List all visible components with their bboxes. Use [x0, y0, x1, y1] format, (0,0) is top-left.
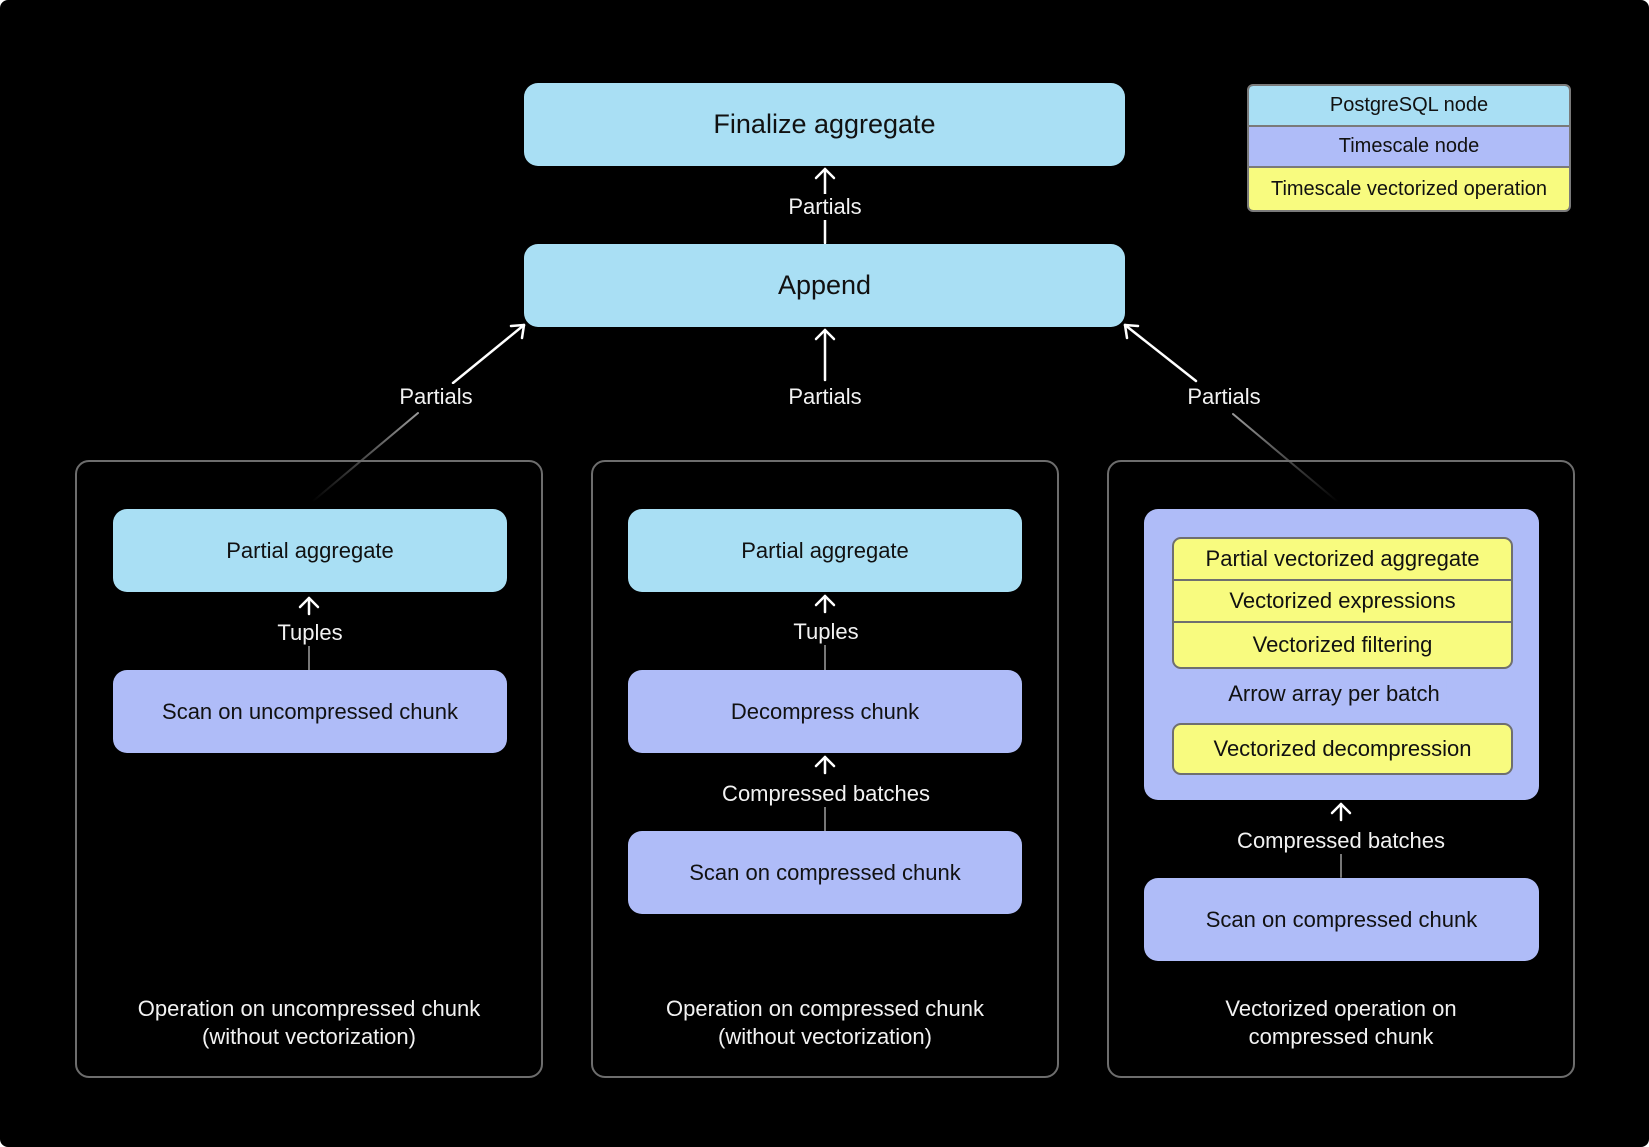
caption-line: Operation on compressed chunk: [666, 996, 984, 1021]
stack-row-vectorized-filtering: Vectorized filtering: [1252, 632, 1433, 657]
edge-label-mid-partials: Partials: [782, 384, 868, 410]
edge-left-append: [451, 323, 526, 385]
edge-label-left-partials: Partials: [393, 384, 479, 410]
edge-label-mid-batches: Compressed batches: [716, 781, 936, 807]
legend-item-timescale-node: Timescale node: [1249, 127, 1569, 168]
edge-label-arrow-array: Arrow array per batch: [1222, 681, 1446, 707]
edge-label-left-tuples: Tuples: [271, 620, 349, 646]
edge-label-right-batches: Compressed batches: [1231, 828, 1451, 854]
caption-line: Vectorized operation on: [1225, 996, 1457, 1021]
mid-decompress-node: Decompress chunk: [628, 670, 1022, 753]
mid-partial-aggregate-node: Partial aggregate: [628, 509, 1022, 592]
vectorized-decompression-node: Vectorized decompression: [1172, 723, 1513, 775]
legend: PostgreSQL node Timescale node Timescale…: [1247, 84, 1571, 212]
stack-row-vectorized-decompression: Vectorized decompression: [1213, 736, 1472, 761]
caption-line: (without vectorization): [718, 1024, 932, 1049]
left-scan-node: Scan on uncompressed chunk: [113, 670, 507, 753]
mid-scan-node: Scan on compressed chunk: [628, 831, 1022, 914]
caption-line: Operation on uncompressed chunk: [137, 996, 481, 1021]
stack-row-vectorized-expressions: Vectorized expressions: [1174, 581, 1511, 623]
panel-vectorized: [1107, 460, 1575, 1078]
legend-item-postgresql-node: PostgreSQL node: [1249, 86, 1569, 127]
panel-compressed-caption: Operation on compressed chunk (without v…: [615, 995, 1035, 1051]
panel-uncompressed-caption: Operation on uncompressed chunk (without…: [99, 995, 519, 1051]
vectorized-operations-stack: Partial vectorized aggregate Vectorized …: [1172, 537, 1513, 669]
panel-vectorized-caption: Vectorized operation on compressed chunk: [1131, 995, 1551, 1051]
caption-line: compressed chunk: [1248, 1024, 1434, 1049]
finalize-aggregate-node: Finalize aggregate: [524, 83, 1125, 166]
stack-row-partial-vectorized-aggregate: Partial vectorized aggregate: [1174, 539, 1511, 581]
edge-label-right-partials: Partials: [1181, 384, 1267, 410]
edge-right-append: [1123, 323, 1198, 383]
edge-label-mid-tuples: Tuples: [787, 619, 865, 645]
right-scan-node: Scan on compressed chunk: [1144, 878, 1539, 961]
append-node: Append: [524, 244, 1125, 327]
left-partial-aggregate-node: Partial aggregate: [113, 509, 507, 592]
legend-item-timescale-vectorized-operation: Timescale vectorized operation: [1249, 168, 1569, 210]
panel-uncompressed: [75, 460, 543, 1078]
panel-compressed: [591, 460, 1059, 1078]
edge-label-finalize-partials: Partials: [782, 194, 868, 220]
caption-line: (without vectorization): [202, 1024, 416, 1049]
